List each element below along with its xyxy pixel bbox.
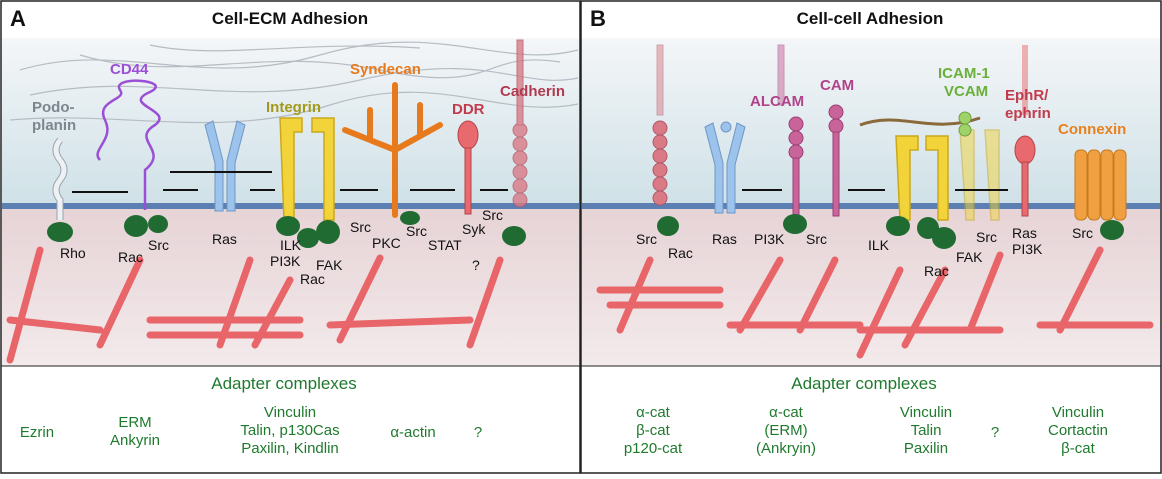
sig-b-pi3k2: PI3K <box>1012 241 1043 257</box>
sig-b-fak: FAK <box>956 249 983 265</box>
icam-receptor <box>958 111 972 137</box>
syndecan-receptor <box>342 82 443 218</box>
panel-b: B Cell-cell Adhesion ALCAM CAM <box>580 0 1162 474</box>
panel-b-letter: B <box>590 6 606 31</box>
ddr-label: DDR <box>452 101 485 118</box>
adapter-b-2-line-3: (Ankryin) <box>756 440 816 457</box>
adapter-b-1-line-2: β-cat <box>636 422 670 439</box>
panel-b-actin <box>596 246 1154 359</box>
syndecan-label: Syndecan <box>350 61 421 78</box>
panel-b-adapter-heading: Adapter complexes <box>791 374 937 393</box>
panel-a-kinases <box>47 211 526 248</box>
adapter-b-2-line-2: (ERM) <box>764 422 807 439</box>
adapter-a-3-line-1: Vinculin <box>264 404 316 421</box>
ephr-label-2: ephrin <box>1005 105 1051 122</box>
adapter-b-1-line-1: α-cat <box>636 404 671 421</box>
sig-a-src3: Src <box>406 223 427 239</box>
sig-b-pi3k: PI3K <box>754 231 785 247</box>
ephr-receptor <box>1014 45 1036 217</box>
adapter-b-4-line-1: ? <box>991 424 999 441</box>
sig-a-question: ? <box>472 257 480 273</box>
sig-a-ilk: ILK <box>280 237 302 253</box>
adapter-b-3-line-1: Vinculin <box>900 404 952 421</box>
cd44-label: CD44 <box>110 61 149 78</box>
alcam-label: ALCAM <box>750 93 804 110</box>
sig-b-rac: Rac <box>668 245 693 261</box>
sig-a-src: Src <box>148 237 169 253</box>
connexin-channel <box>1074 149 1127 221</box>
sig-b-ras: Ras <box>712 231 737 247</box>
adapter-b-5-line-3: β-cat <box>1061 440 1095 457</box>
panel-a-title: Cell-ECM Adhesion <box>212 9 368 28</box>
adapter-a-3-line-2: Talin, p130Cas <box>240 422 339 439</box>
sig-b-ras2: Ras <box>1012 225 1037 241</box>
adapter-b-3-line-3: Paxilin <box>904 440 948 457</box>
adapter-b-1-line-3: p120-cat <box>624 440 683 457</box>
sig-a-rac2: Rac <box>300 271 325 287</box>
sig-b-src2: Src <box>806 231 827 247</box>
sig-a-pkc: PKC <box>372 235 401 251</box>
cam-label: CAM <box>820 77 854 94</box>
integrin-label: Integrin <box>266 99 321 116</box>
sig-a-src4: Src <box>482 207 503 223</box>
sig-a-pi3k: PI3K <box>270 253 301 269</box>
sig-b-src3: Src <box>976 229 997 245</box>
sig-a-syk: Syk <box>462 221 486 237</box>
panel-a-arrows <box>72 171 508 193</box>
cd44-receptor <box>96 79 161 210</box>
adapter-b-3-line-2: Talin <box>911 422 942 439</box>
sig-a-src2: Src <box>350 219 371 235</box>
panel-b-membrane <box>582 203 1160 209</box>
sig-b-src4: Src <box>1072 225 1093 241</box>
adapter-a-5-line-1: ? <box>474 424 482 441</box>
connexin-label: Connexin <box>1058 121 1126 138</box>
ras-receptor <box>204 120 246 212</box>
sig-a-fak: FAK <box>316 257 343 273</box>
sig-b-src: Src <box>636 231 657 247</box>
adapter-a-2-line-1: ERM <box>118 414 151 431</box>
sig-a-rac: Rac <box>118 249 143 265</box>
podoplanin-label-2: planin <box>32 117 76 134</box>
b-cadherin-receptor <box>652 44 668 206</box>
cadherin-label: Cadherin <box>500 83 565 100</box>
sig-a-rho: Rho <box>60 245 86 261</box>
adapter-a-2-line-2: Ankyrin <box>110 432 160 449</box>
cam-receptor <box>828 104 844 217</box>
sig-b-rac2: Rac <box>924 263 949 279</box>
sig-a-stat: STAT <box>428 237 462 253</box>
panel-b-kinases <box>657 214 1124 249</box>
panel-a-border <box>0 0 581 474</box>
panel-b-title: Cell-cell Adhesion <box>797 9 944 28</box>
panel-b-border <box>580 0 1162 474</box>
adapter-a-1-line-1: Ezrin <box>20 424 54 441</box>
cadherin-receptor <box>512 39 528 208</box>
sig-b-ilk: ILK <box>868 237 890 253</box>
adapter-b-2-line-1: α-cat <box>769 404 804 421</box>
podoplanin-label: Podo- <box>32 99 75 116</box>
b-ras-receptor <box>704 121 746 214</box>
sig-a-ras: Ras <box>212 231 237 247</box>
adapter-b-5-line-2: Cortactin <box>1048 422 1108 439</box>
ephr-label: EphR/ <box>1005 87 1049 104</box>
adapter-b-5-line-1: Vinculin <box>1052 404 1104 421</box>
icam-label: ICAM-1 <box>938 65 990 82</box>
panel-a-adapter-heading: Adapter complexes <box>211 374 357 393</box>
ddr-receptor <box>457 120 479 215</box>
panel-a: A Cell-ECM Adhesion Podo- planin CD44 In… <box>0 0 581 474</box>
panel-a-actin <box>6 246 504 364</box>
adapter-a-4-line-1: α-actin <box>390 424 435 441</box>
icam-label-2: VCAM <box>944 83 988 100</box>
panel-a-adapters: Ezrin ERM Ankyrin Vinculin Talin, p130Ca… <box>20 404 482 457</box>
panel-b-adapters: α-cat β-cat p120-cat α-cat (ERM) (Ankryi… <box>624 404 1108 457</box>
podoplanin-receptor <box>52 137 68 220</box>
panel-a-letter: A <box>10 6 26 31</box>
adapter-a-3-line-3: Paxilin, Kindlin <box>241 440 339 457</box>
